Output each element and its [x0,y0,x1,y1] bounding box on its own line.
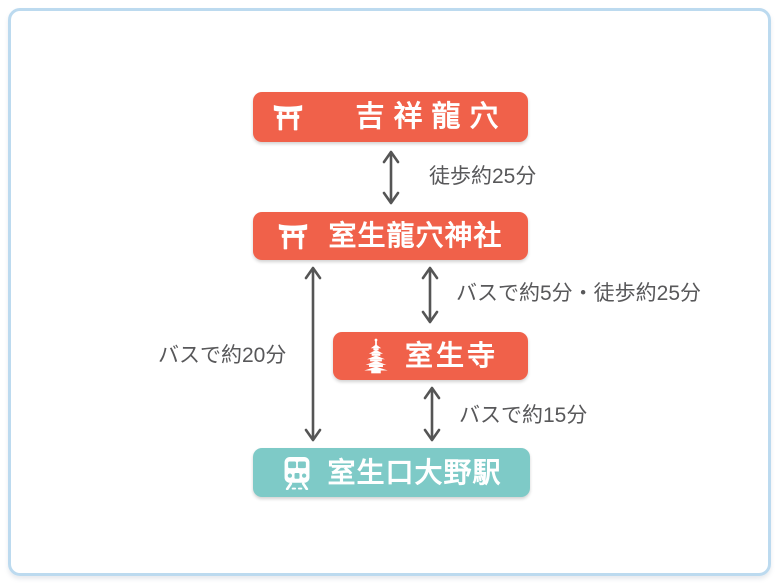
pagoda-icon [364,338,388,374]
arrow-shrine-station [304,266,322,442]
node-muro-ryuketsu-shrine: 室生龍穴神社 [253,212,528,260]
node-muroguchi-ono-station: 室生口大野駅 [253,448,530,497]
node-label: 室生龍穴神社 [328,220,503,251]
arrow-muroji-station [423,386,441,442]
edge-label-walk-25min: 徒歩約25分 [429,165,537,188]
edge-label-bus5-walk25: バスで約5分・徒歩約25分 [456,282,702,305]
node-label: 室生寺 [404,340,498,371]
edge-label-bus-15min: バスで約15分 [459,404,588,427]
node-label: 室生口大野駅 [327,456,502,488]
arrow-walk-kissho-shrine [382,150,400,205]
node-kissho-ryuketsu: 吉祥龍穴 [253,92,528,142]
node-muroji-temple: 室生寺 [333,332,528,380]
train-icon [285,456,310,490]
torii-icon [274,104,303,130]
node-label: 吉祥龍穴 [355,100,508,133]
edge-label-bus-20min: バスで約20分 [158,344,287,367]
torii-icon [279,223,308,249]
arrow-shrine-muroji [421,266,439,324]
